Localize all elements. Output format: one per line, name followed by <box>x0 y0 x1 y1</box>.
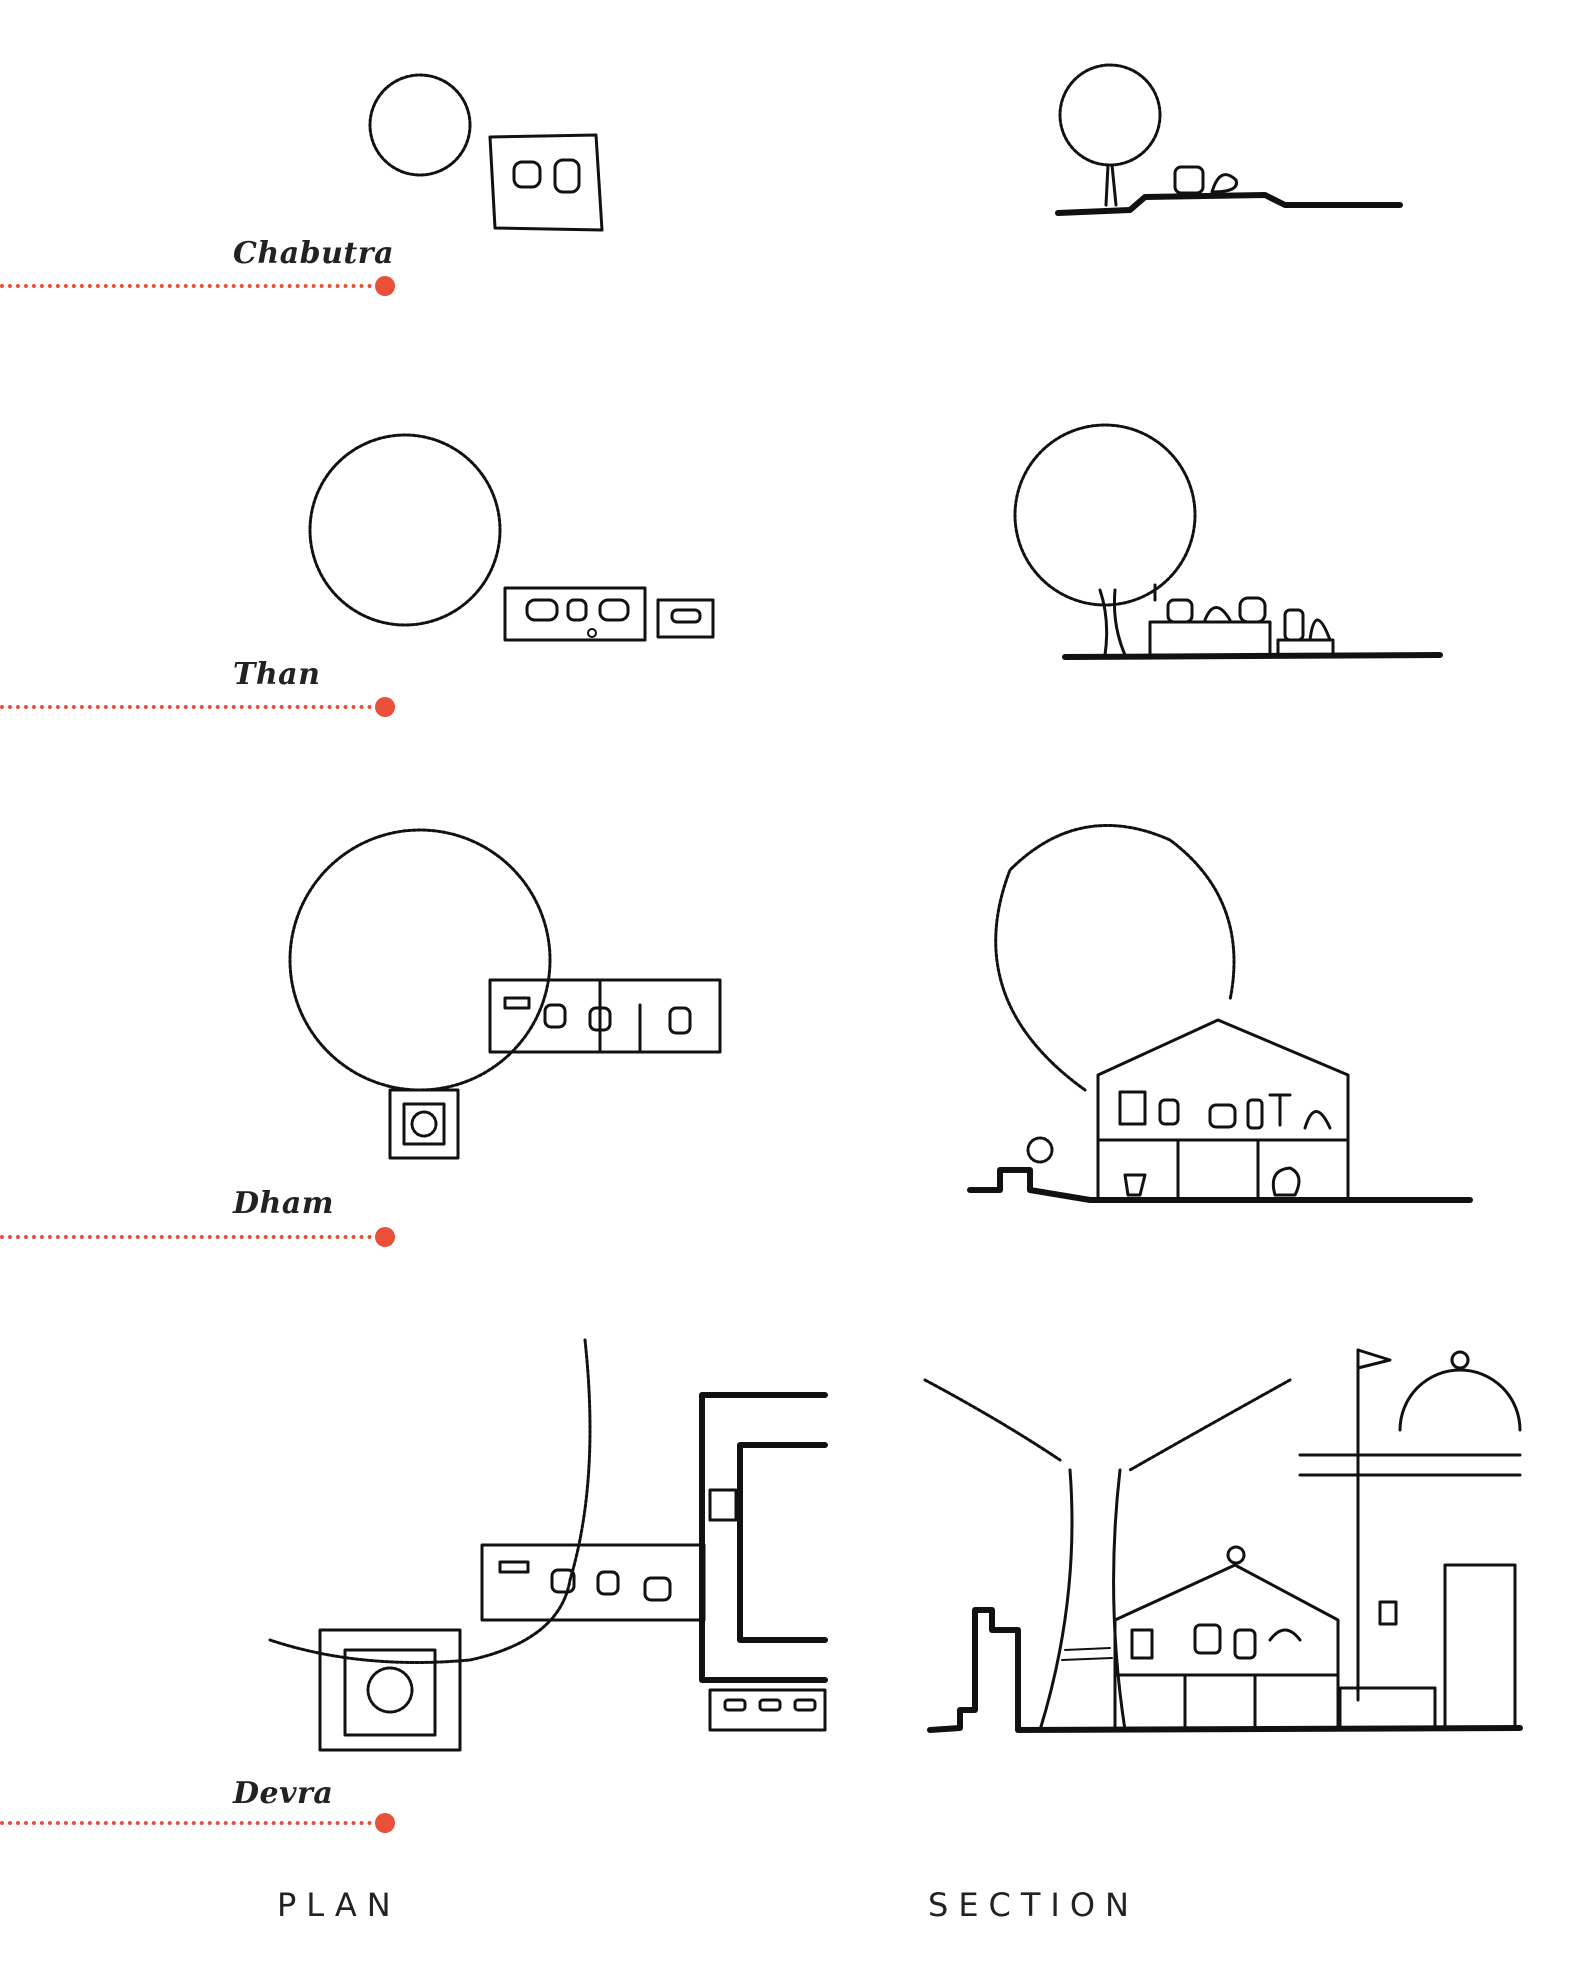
leader-dot-chabutra <box>375 276 395 296</box>
leader-line-than <box>0 705 380 709</box>
chabutra-plan <box>368 73 604 232</box>
row-label-devra: Devra <box>233 1776 334 1811</box>
than-plan <box>308 433 715 642</box>
column-title-plan: PLAN <box>277 1886 401 1924</box>
dham-section <box>967 823 1473 1203</box>
devra-section <box>923 1348 1523 1733</box>
chabutra-section <box>1055 63 1403 216</box>
row-label-dham: Dham <box>233 1186 335 1221</box>
column-title-section: SECTION <box>928 1886 1139 1924</box>
row-label-than: Than <box>233 657 321 692</box>
devra-plan <box>268 1338 828 1752</box>
leader-dot-dham <box>375 1227 395 1247</box>
than-section <box>1013 423 1443 660</box>
leader-dot-devra <box>375 1813 395 1833</box>
leader-line-devra <box>0 1821 380 1825</box>
leader-dot-than <box>375 697 395 717</box>
row-label-chabutra: Chabutra <box>233 236 395 271</box>
leader-line-dham <box>0 1235 380 1239</box>
leader-line-chabutra <box>0 284 380 288</box>
dham-plan <box>288 828 722 1160</box>
